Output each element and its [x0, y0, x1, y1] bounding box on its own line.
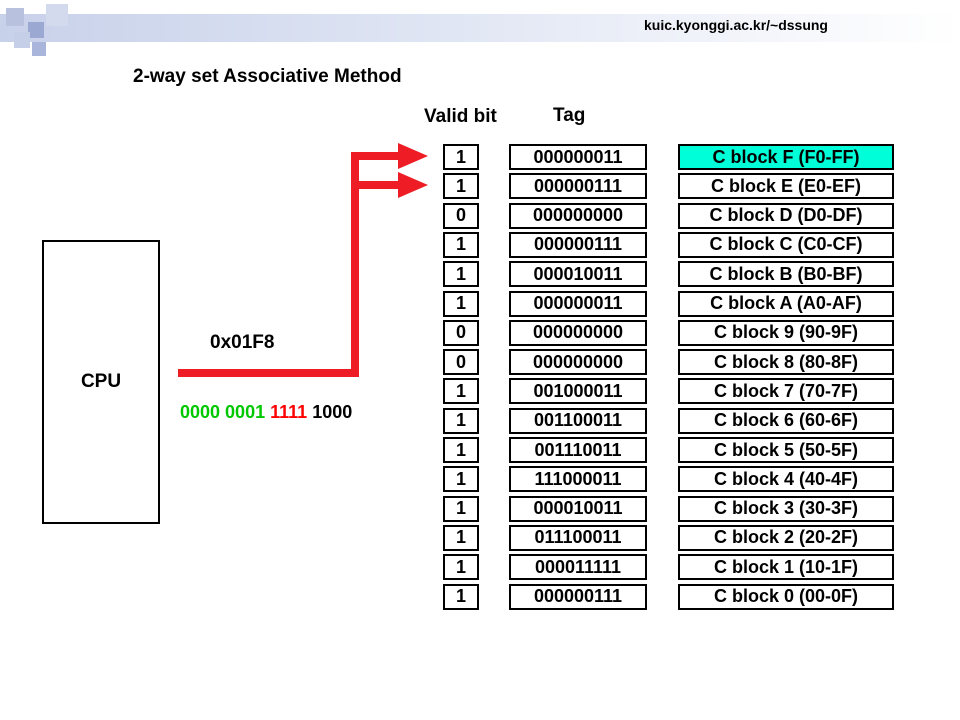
header-bar: [0, 14, 960, 42]
tag-cell: 000000011: [509, 290, 647, 317]
valid-bit-cell: 0: [443, 202, 479, 229]
tag-cell: 000000111: [509, 231, 647, 258]
cache-block-cell: C block 4 (40-4F): [678, 466, 894, 493]
valid-bit-cell: 1: [443, 437, 479, 463]
tag-label: Tag: [553, 105, 586, 126]
decorative-squares: [6, 4, 86, 62]
site-url: kuic.kyonggi.ac.kr/~dssung: [643, 17, 828, 33]
tag-cell: 111000011: [509, 466, 647, 493]
tag-cell: 000000011: [509, 144, 647, 170]
valid-bit-cell: 1: [443, 173, 479, 200]
cache-block-cell: C block 3 (30-3F): [678, 495, 894, 522]
slide-title: 2-way set Associative Method: [133, 66, 402, 87]
valid-bit-cell: 1: [443, 407, 479, 434]
branch-arrow-line: [351, 152, 400, 193]
cache-block-cell: C block F (F0-FF): [678, 144, 894, 170]
valid-bit-cell: 0: [443, 319, 479, 346]
cache-block-cell: C block A (A0-AF): [678, 290, 894, 317]
cache-block-cell: C block 6 (60-6F): [678, 407, 894, 434]
cache-block-cell: C block D (D0-DF): [678, 202, 894, 229]
cache-block-cell: C block E (E0-EF): [678, 173, 894, 200]
tag-cell: 000000000: [509, 349, 647, 376]
valid-bit-cell: 1: [443, 466, 479, 493]
cache-block-cell: C block 9 (90-9F): [678, 319, 894, 346]
arrow-head-lower: [398, 172, 428, 198]
valid-bit-cell: 0: [443, 349, 479, 376]
valid-bit-cell: 1: [443, 261, 479, 288]
valid-bit-label: Valid bit: [424, 106, 497, 127]
tag-cell: 000011111: [509, 554, 647, 581]
address-bits-tag: 0000 0001: [180, 402, 266, 422]
address-hex: 0x01F8: [210, 332, 275, 353]
address-bits-offset: 1000: [312, 402, 353, 422]
tag-cell: 000000000: [509, 319, 647, 346]
tag-cell: 000000111: [509, 583, 647, 610]
valid-bit-cell: 1: [443, 231, 479, 258]
cache-block-cell: C block C (C0-CF): [678, 231, 894, 258]
cache-block-cell: C block 2 (20-2F): [678, 524, 894, 551]
cache-block-cell: C block 0 (00-0F): [678, 583, 894, 610]
valid-bit-cell: 1: [443, 144, 479, 170]
valid-bit-cell: 1: [443, 290, 479, 317]
cpu-box: CPU: [42, 240, 160, 524]
cache-block-cell: C block 1 (10-1F): [678, 554, 894, 581]
cache-block-cell: C block 5 (50-5F): [678, 437, 894, 463]
tag-cell: 001000011: [509, 378, 647, 405]
arrow-head-upper: [398, 143, 428, 169]
tag-cell: 001110011: [509, 437, 647, 463]
valid-bit-cell: 1: [443, 495, 479, 522]
valid-bit-cell: 1: [443, 554, 479, 581]
tag-cell: 000000000: [509, 202, 647, 229]
tag-cell: 000010011: [509, 261, 647, 288]
tag-cell: 001100011: [509, 407, 647, 434]
cache-block-cell: C block 8 (80-8F): [678, 349, 894, 376]
cpu-label: CPU: [80, 371, 122, 392]
address-binary: 0000 0001 1111 1000: [180, 402, 352, 423]
cache-block-cell: C block 7 (70-7F): [678, 378, 894, 405]
main-arrow-line: [178, 181, 400, 377]
valid-bit-cell: 1: [443, 378, 479, 405]
valid-bit-cell: 1: [443, 583, 479, 610]
tag-cell: 000010011: [509, 495, 647, 522]
tag-cell: 011100011: [509, 524, 647, 551]
address-bits-set: 1111: [270, 402, 308, 422]
valid-bit-cell: 1: [443, 524, 479, 551]
cache-block-cell: C block B (B0-BF): [678, 261, 894, 288]
tag-cell: 000000111: [509, 173, 647, 200]
